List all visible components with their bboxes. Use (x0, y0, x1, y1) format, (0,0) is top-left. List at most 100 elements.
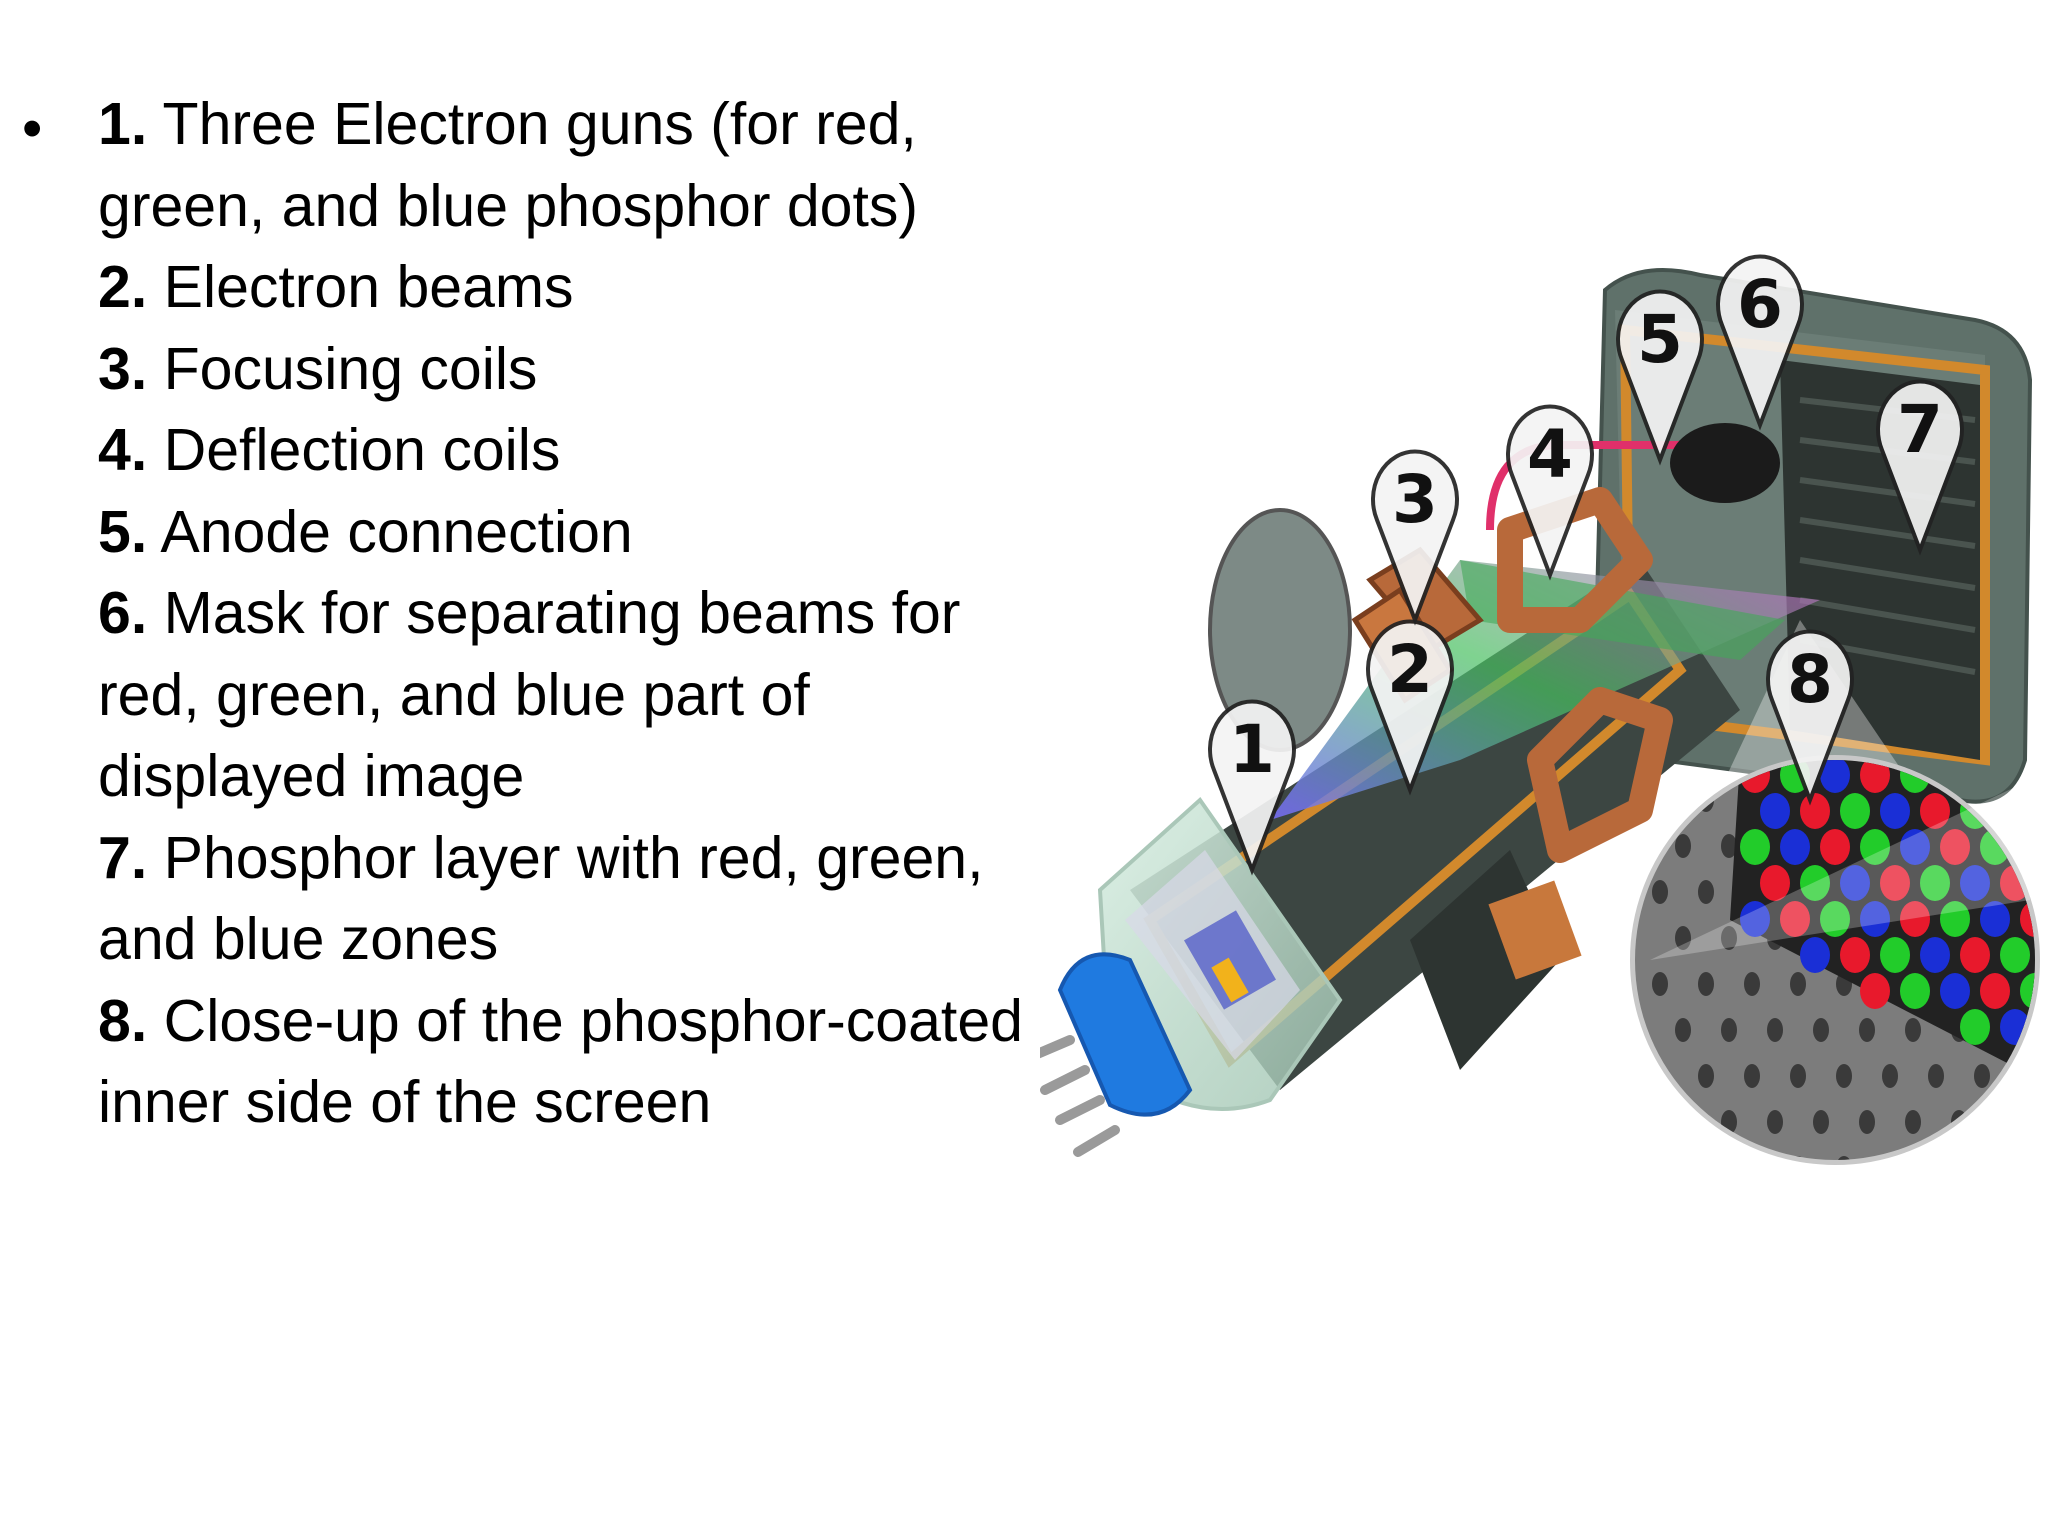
phosphor-dot (1740, 901, 1770, 937)
mask-hole (1859, 1110, 1875, 1134)
mask-hole (1721, 834, 1737, 858)
mask-hole (1698, 972, 1714, 996)
item-text: Deflection coils (147, 417, 561, 483)
phosphor-dot (1820, 760, 1850, 793)
phosphor-dot (1860, 829, 1890, 865)
phosphor-dot (1740, 829, 1770, 865)
item-number: 4. (98, 417, 148, 483)
phosphor-dot (1860, 760, 1890, 793)
mask-hole (1813, 1110, 1829, 1134)
phosphor-dot (1840, 793, 1870, 829)
callout-pin-6: 6 (1716, 254, 1804, 431)
mask-hole (2043, 1018, 2048, 1042)
item-number: 3. (98, 335, 148, 402)
item-text: Phosphor layer with red, green, and blue… (98, 824, 984, 973)
mask-hole (1675, 1110, 1691, 1134)
item-number: 7. (98, 824, 148, 891)
mask-hole (1836, 1064, 1852, 1088)
phosphor-dot (1860, 973, 1890, 1009)
callout-pin-2: 2 (1366, 619, 1454, 796)
callout-pin-5: 5 (1616, 289, 1704, 466)
callout-pin-7: 7 (1876, 379, 1964, 556)
deflection-coils (1497, 487, 1673, 863)
callout-number: 1 (1229, 711, 1275, 788)
phosphor-dot (2020, 1045, 2035, 1081)
phosphor-dot (1940, 829, 1970, 865)
mask-hole (2020, 1156, 2035, 1160)
mask-hole (1928, 1064, 1944, 1088)
mask-hole (1974, 1156, 1990, 1160)
list-item: 6. Mask for separating beams for red, gr… (98, 573, 1028, 818)
electron-gun-base (1040, 797, 1343, 1157)
phosphor-closeup (1630, 620, 2048, 1165)
phosphor-dot (1940, 973, 1970, 1009)
mask-hole (1928, 1156, 1944, 1160)
mask-hole (1698, 1064, 1714, 1088)
phosphor-dot (1820, 901, 1850, 937)
callout-number: 4 (1527, 416, 1573, 493)
phosphor-dot (1780, 901, 1810, 937)
item-number: 6. (98, 580, 148, 646)
mask-hole (1882, 1064, 1898, 1088)
phosphor-dot (1840, 937, 1870, 973)
item-text: Three Electron guns (for red, green, and… (98, 91, 919, 239)
phosphor-dot (1960, 937, 1990, 973)
mask-hole (1767, 1110, 1783, 1134)
item-number: 8. (98, 987, 148, 1054)
mask-hole (1905, 1018, 1921, 1042)
item-number: 2. (98, 254, 148, 320)
mask-hole (1813, 1018, 1829, 1042)
item-text: Mask for separating beams for red, green… (98, 580, 961, 809)
phosphor-dot (2040, 793, 2048, 829)
mask-hole (1698, 1156, 1714, 1160)
phosphor-dot (1920, 865, 1950, 901)
mask-hole (1790, 972, 1806, 996)
phosphor-dot (1760, 865, 1790, 901)
phosphor-dot (1980, 973, 2010, 1009)
mask-hole (1790, 1064, 1806, 1088)
phosphor-dot (1880, 793, 1910, 829)
list-item: 2. Electron beams (98, 247, 1028, 329)
mask-hole (1882, 1156, 1898, 1160)
phosphor-dot (2040, 1009, 2048, 1045)
mask-hole (1721, 1018, 1737, 1042)
mask-hole (2020, 1064, 2035, 1088)
item-text: Focusing coils (147, 335, 538, 402)
phosphor-dot (1980, 901, 2010, 937)
item-text: Anode connection (147, 498, 633, 565)
mask-hole (1652, 880, 1668, 904)
phosphor-dot (1900, 973, 1930, 1009)
callout-number: 8 (1787, 641, 1833, 718)
bullet-marker: • (22, 96, 43, 161)
item-text: Close-up of the phosphor-coated inner si… (98, 987, 1023, 1136)
mask-hole (1744, 1064, 1760, 1088)
phosphor-dot (1800, 793, 1830, 829)
mask-hole (2043, 1110, 2048, 1134)
phosphor-dot (2000, 937, 2030, 973)
mask-hole (1744, 972, 1760, 996)
phosphor-dot (1820, 829, 1850, 865)
phosphor-dot (1940, 901, 1970, 937)
list-item: 8. Close-up of the phosphor-coated inner… (98, 981, 1028, 1144)
mask-hole (1721, 926, 1737, 950)
callout-pin-4: 4 (1506, 404, 1594, 581)
callout-pin-1: 1 (1208, 699, 1296, 876)
mask-hole (1767, 1018, 1783, 1042)
item-number: 5. (98, 498, 148, 565)
phosphor-dot (2040, 865, 2048, 901)
beam-to-screen (1460, 560, 1785, 660)
phosphor-dot (1780, 829, 1810, 865)
item-number: 1. (98, 91, 148, 157)
mask-hole (1675, 834, 1691, 858)
phosphor-dot (2040, 937, 2048, 973)
callout-number: 5 (1637, 301, 1683, 378)
phosphor-dot (1960, 1009, 1990, 1045)
mask-hole (2043, 834, 2048, 858)
phosphor-dot (1840, 865, 1870, 901)
phosphor-dot (1920, 793, 1950, 829)
phosphor-dot (1920, 937, 1950, 973)
phosphor-dot (2020, 973, 2035, 1009)
phosphor-dot (1800, 865, 1830, 901)
